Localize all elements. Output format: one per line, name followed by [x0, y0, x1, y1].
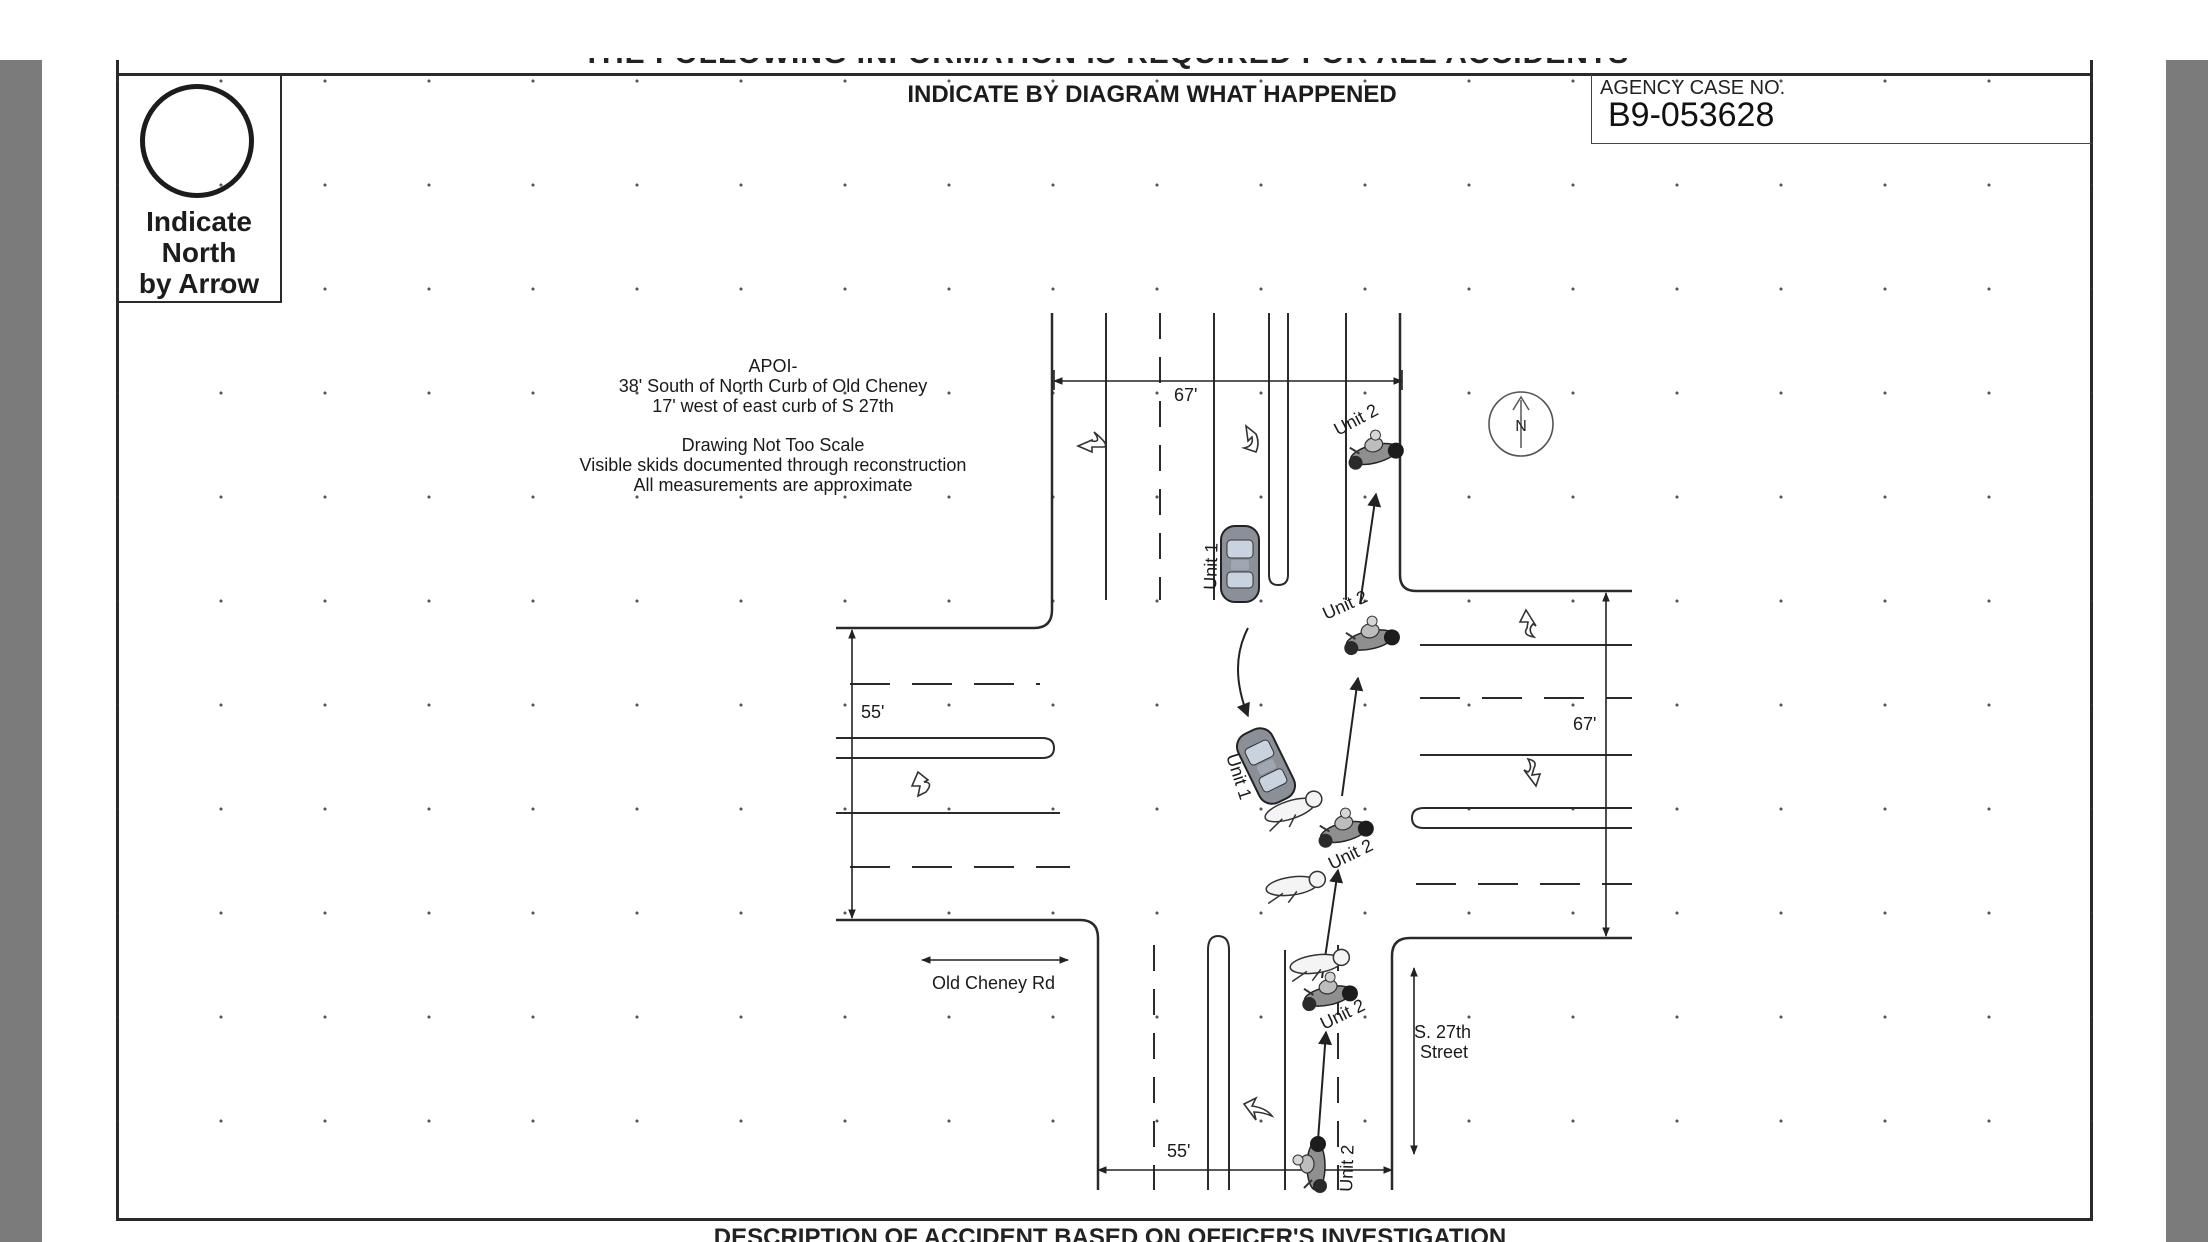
form-frame-edge [116, 60, 119, 74]
north-width-label: 67' [1174, 385, 1197, 405]
turn-arrow-icon [1523, 757, 1542, 788]
north-lane-lines [1105, 313, 1347, 600]
case-number-label: AGENCY CASE NO. [1600, 77, 1786, 99]
west-lane-lines [836, 683, 1070, 868]
compass-icon [1488, 391, 1554, 457]
south-width-label: 55' [1167, 1141, 1190, 1161]
north-arrow-circle [140, 84, 254, 198]
viewer-top-area [0, 0, 2208, 60]
diagram-notes: APOI- 38' South of North Curb of Old Che… [548, 356, 998, 495]
north-indicator-box: Indicate North by Arrow [116, 74, 282, 303]
east-lane-lines [1410, 644, 1632, 885]
dot-grid [118, 76, 2092, 1218]
apoi-line-1: 38' South of North Curb of Old Cheney [618, 376, 928, 396]
unit2-motorcycle-icon [1337, 610, 1403, 658]
unit1-car-icon [1220, 525, 1260, 603]
measurement-note: All measurements are approximate [633, 475, 913, 495]
turn-arrow-icon [1075, 431, 1107, 454]
skids-note: Visible skids documented through reconst… [579, 455, 967, 475]
west-width-label: 55' [861, 702, 884, 722]
unit2-label: Unit 2 [1336, 1144, 1358, 1192]
rider-figure-icon [1287, 947, 1353, 985]
pavement-arrows [910, 424, 1542, 1121]
cut-off-description-heading: DESCRIPTION OF ACCIDENT BASED ON OFFICER… [713, 1224, 1507, 1242]
s27th-label-line1: S. 27th [1414, 1022, 1471, 1042]
rider-figure-icon [1263, 869, 1329, 907]
s27th-label-line2: Street [1420, 1042, 1468, 1062]
diagram-title: INDICATE BY DIAGRAM WHAT HAPPENED [907, 81, 1397, 108]
apoi-line-2: 17' west of east curb of S 27th [652, 396, 894, 416]
form-frame-edge [2090, 60, 2093, 74]
viewer-left-gutter [0, 60, 42, 1242]
viewer-right-gutter [2166, 60, 2208, 1242]
apoi-title: APOI- [748, 356, 798, 376]
trajectory-arrows [1236, 492, 1382, 1141]
south-lane-lines [1153, 934, 1339, 1190]
form-bottom-rule [116, 1218, 2093, 1221]
unit1-label: Unit 1 [1200, 542, 1222, 590]
compass-letter: N [1515, 418, 1527, 435]
turn-arrow-icon [1240, 424, 1259, 453]
cut-off-section-heading: THE FOLLOWING INFORMATION IS REQUIRED FO… [516, 58, 1696, 72]
road-curbs [836, 313, 1632, 1190]
agency-case-box: AGENCY CASE NO. B9-053628 [1591, 74, 2092, 144]
east-width-label: 67' [1573, 714, 1596, 734]
scale-note: Drawing Not Too Scale [681, 435, 865, 455]
unit2-motorcycle-icon [1292, 1135, 1328, 1194]
turn-arrow-icon [910, 770, 931, 798]
north-indicator-label: Indicate North by Arrow [138, 206, 260, 299]
turn-arrow-icon [1518, 608, 1537, 639]
turn-arrow-icon [1242, 1096, 1275, 1121]
case-number-value: B9-053628 [1608, 96, 1775, 134]
dimension-lines [848, 370, 1610, 1174]
old-cheney-label: Old Cheney Rd [932, 973, 1055, 993]
